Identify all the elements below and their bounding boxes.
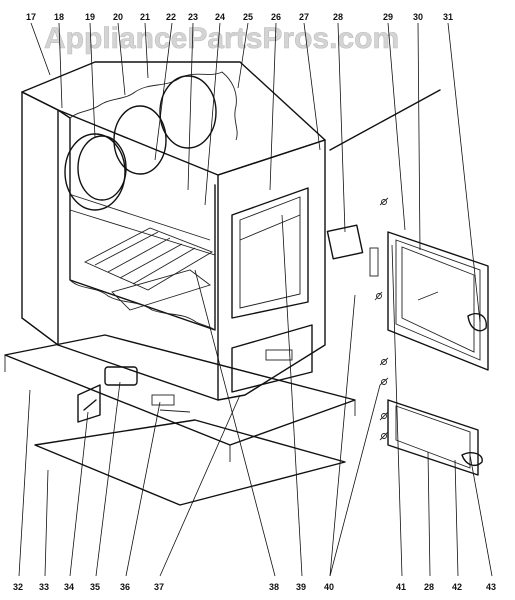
- heat-exchanger-drums: [64, 75, 217, 256]
- part-label-17: 17: [26, 12, 36, 22]
- part-label-18: 18: [54, 12, 64, 22]
- watermark-text: AppliancePartsPros.com: [44, 22, 399, 55]
- part-label-41: 41: [396, 582, 406, 592]
- part-label-31: 31: [443, 12, 453, 22]
- part-label-40: 40: [324, 582, 334, 592]
- part-label-21: 21: [140, 12, 150, 22]
- top-part-labels: 17 18 19 20 21 22 23 24 25 26 27 28 29 3…: [26, 12, 453, 22]
- part-label-28-bottom: 28: [424, 582, 434, 592]
- part-label-24: 24: [215, 12, 225, 22]
- door-assembly: [369, 197, 489, 371]
- flue-rod: [329, 89, 441, 151]
- cabinet-shell: [21, 61, 326, 401]
- part-label-33: 33: [39, 582, 49, 592]
- part-label-27: 27: [299, 12, 309, 22]
- bottom-leader-lines: [18, 214, 493, 577]
- part-label-32: 32: [13, 582, 23, 592]
- part-label-30: 30: [413, 12, 423, 22]
- part-label-29: 29: [383, 12, 393, 22]
- front-window: [231, 187, 309, 319]
- part-label-19: 19: [85, 12, 95, 22]
- part-label-38: 38: [269, 582, 279, 592]
- part-label-26: 26: [271, 12, 281, 22]
- part-label-28-top: 28: [333, 12, 343, 22]
- base-plate: [4, 334, 356, 506]
- part-label-23: 23: [188, 12, 198, 22]
- part-label-35: 35: [90, 582, 100, 592]
- front-controls: [77, 366, 191, 423]
- part-label-39: 39: [296, 582, 306, 592]
- part-label-36: 36: [120, 582, 130, 592]
- part-label-34: 34: [64, 582, 74, 592]
- part-label-22: 22: [166, 12, 176, 22]
- gasket: [326, 224, 364, 260]
- ash-door-assembly: [379, 357, 483, 476]
- part-label-25: 25: [243, 12, 253, 22]
- ash-pan-box: [231, 324, 313, 393]
- part-label-43: 43: [486, 582, 496, 592]
- bottom-part-labels: 32 33 34 35 36 37 38 39 40 41 28 42 43: [13, 582, 496, 592]
- part-label-42: 42: [452, 582, 462, 592]
- part-label-20: 20: [113, 12, 123, 22]
- firebox-floor: [83, 227, 214, 311]
- top-leader-lines: [30, 22, 481, 323]
- part-label-37: 37: [154, 582, 164, 592]
